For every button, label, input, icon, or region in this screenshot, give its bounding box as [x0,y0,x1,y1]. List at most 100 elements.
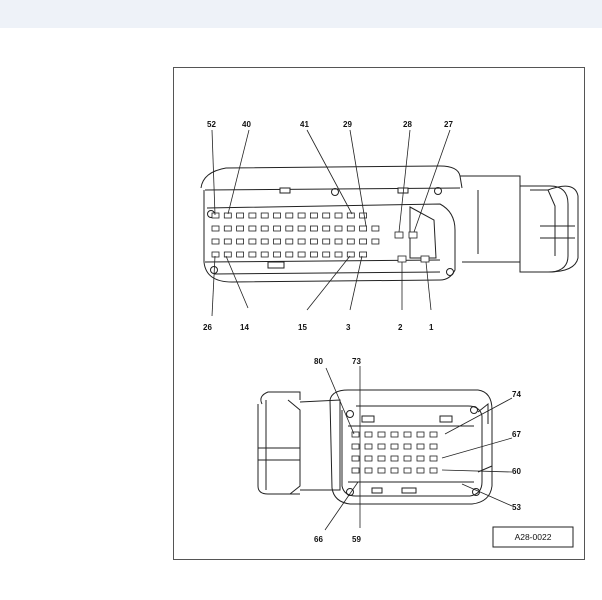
upper-pin-cell [346,251,355,258]
lower-pin-cell [377,455,386,462]
upper-pin-cell [359,212,368,219]
lower-pin-cell [429,467,438,474]
upper-pin-cell [322,212,331,219]
upper-connector [200,165,579,283]
upper-pin-cell [285,238,294,245]
label-29: 29 [343,120,352,129]
lower-connector [257,389,493,505]
lower-pin-cell [403,455,412,462]
upper-pin-cell [248,225,257,232]
label-67: 67 [512,430,521,439]
upper-pin-cell [322,238,331,245]
upper-pin-cell [346,212,355,219]
upper-pin-cell [346,225,355,232]
upper-pin-cell [211,212,220,219]
upper-pin-cell [346,238,355,245]
upper-pin-cell [309,212,318,219]
upper-pin-cell [297,251,306,258]
label-41: 41 [300,120,309,129]
leader-lines [211,129,513,531]
upper-pin-cell [309,251,318,258]
upper-pin-cell [359,225,368,232]
lower-pin-cell [416,431,425,438]
upper-pin-cell [334,225,343,232]
label-66: 66 [314,535,323,544]
upper-pin-cell [371,225,380,232]
label-40: 40 [242,120,251,129]
upper-pin-cell [211,238,220,245]
lower-pin-cell [403,443,412,450]
label-3: 3 [346,323,351,332]
lower-pin-cell [364,431,373,438]
upper-pin-cell [273,251,281,258]
lower-pin-cell [429,443,438,450]
lower-pin-cell [390,443,399,450]
label-74: 74 [512,390,521,399]
upper-pin-cell [334,251,343,258]
figure-ref-text: A28-0022 [515,532,552,542]
upper-pin-cell [309,225,318,232]
lower-pin-cell [390,467,399,474]
top-bar [0,0,602,28]
upper-pin-cell [394,231,404,239]
upper-pin-cell [236,238,245,245]
upper-pin-cell [334,238,343,245]
label-15: 15 [298,323,307,332]
upper-pin-cell [211,251,220,258]
lower-pin-cell [364,455,373,462]
label-80: 80 [314,357,323,366]
upper-pin-cell [248,212,257,219]
upper-pin-cell [248,251,257,258]
upper-pin-cell [420,255,430,263]
lower-pin-cell [390,455,399,462]
label-26: 26 [203,323,212,332]
label-60: 60 [512,467,521,476]
lower-pin-cell [377,443,386,450]
label-52: 52 [207,120,216,129]
upper-pin-cell [408,231,418,239]
label-27: 27 [444,120,453,129]
upper-pin-cell [248,238,257,245]
upper-pin-cell [236,251,245,258]
upper-pin-cell [273,212,281,219]
upper-pin-cell [371,238,380,245]
upper-pin-cell [236,225,245,232]
lower-pin-cell [364,443,373,450]
lower-pin-cell [429,431,438,438]
upper-pin-cell [334,212,343,219]
upper-pin-cell [285,251,294,258]
figure-reference: A28-0022 [492,526,574,548]
upper-pin-cell [260,251,269,258]
lower-pin-cell [403,431,412,438]
lower-pin-cell [364,467,373,474]
upper-pin-cell [322,225,331,232]
lower-pin-cell [351,431,360,438]
lower-pin-cell [351,443,360,450]
upper-pin-cell [260,238,269,245]
upper-pin-cell [309,238,318,245]
label-53: 53 [512,503,521,512]
upper-pin-cell [297,212,306,219]
upper-pin-cell [236,212,245,219]
lower-pin-cell [390,431,399,438]
upper-pin-cell [260,212,269,219]
lower-pin-cell [377,431,386,438]
upper-labels: 52 40 41 29 28 27 26 14 15 3 2 1 [203,120,453,332]
upper-pin-cell [297,238,306,245]
upper-pin-cell [397,255,407,263]
upper-pin-cell [223,238,232,245]
lower-pin-grid [351,431,438,474]
upper-pin-cell [359,238,368,245]
lower-pin-cell [416,443,425,450]
upper-pin-cell [223,212,232,219]
lower-pin-cell [377,467,386,474]
lower-labels: 80 73 74 67 60 53 66 59 [314,357,521,544]
lower-pin-cell [416,467,425,474]
lower-pin-cell [351,467,360,474]
connector-diagram-frame [173,67,585,560]
label-1: 1 [429,323,434,332]
upper-pin-cell [285,225,294,232]
label-2: 2 [398,323,403,332]
upper-pin-cell [223,251,232,258]
upper-pin-cell [260,225,269,232]
